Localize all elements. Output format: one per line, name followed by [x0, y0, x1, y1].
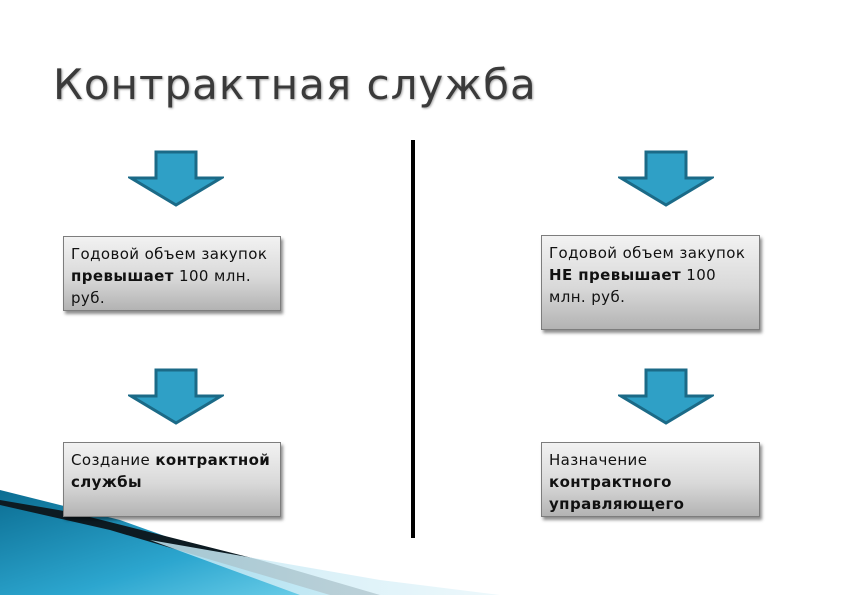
down-arrow-icon [128, 150, 224, 207]
left-condition-tail: 100 млн. руб. [71, 267, 252, 307]
down-arrow-icon [618, 368, 714, 425]
right-result-text: Назначение [549, 451, 648, 469]
down-arrow-icon [618, 150, 714, 207]
center-divider [411, 140, 415, 538]
left-condition-box: Годовой объем закупок превышает 100 млн.… [63, 236, 281, 311]
left-condition-text: Годовой объем закупок [71, 245, 268, 263]
page-title: Контрактная служба [53, 60, 537, 109]
left-condition-bold: превышает [71, 267, 174, 285]
down-arrow-icon [128, 368, 224, 425]
right-condition-bold: НЕ превышает [549, 266, 682, 284]
right-condition-tail: 100 млн. руб. [549, 266, 717, 306]
right-condition-text: Годовой объем закупок [549, 244, 746, 262]
right-result-box: Назначение контрактного управляющего [541, 442, 760, 517]
left-result-box: Создание контрактной службы [63, 442, 281, 517]
left-result-bold: контрактной службы [71, 451, 271, 491]
right-condition-box: Годовой объем закупок НЕ превышает 100 м… [541, 235, 760, 330]
left-result-text: Создание [71, 451, 156, 469]
right-result-bold: контрактного управляющего [549, 473, 685, 513]
